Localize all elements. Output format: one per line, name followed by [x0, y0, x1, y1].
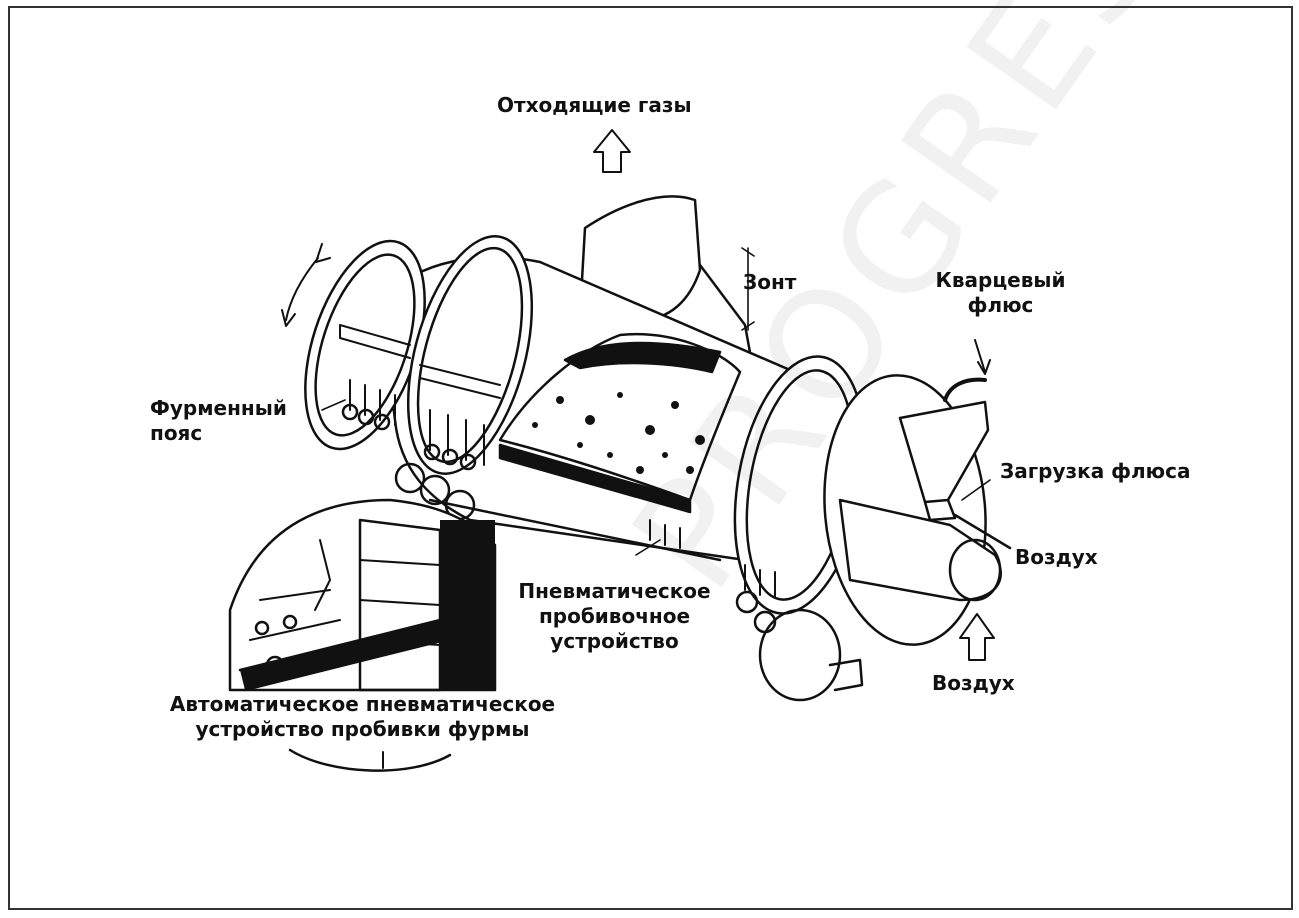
label-auto-device: Автоматическое пневматическое устройство…: [169, 692, 556, 741]
exhaust-arrow: [593, 129, 631, 173]
inset-detail: [228, 498, 497, 772]
label-exhaust-gases: Отходящие газы: [497, 93, 692, 117]
flux-hopper: [898, 339, 1012, 550]
label-air-top: Воздух: [1015, 545, 1098, 569]
label-tuyere-belt: Фурменный пояс: [150, 396, 287, 445]
tuyere-belt: [339, 324, 501, 471]
left-riding-ring: [406, 235, 534, 475]
label-pneumatic-device: Пневматическое пробивочное устройство: [518, 579, 711, 653]
label-quartz-flux: Кварцевый флюс: [935, 268, 1066, 317]
label-flux-loading: Загрузка флюса: [1000, 459, 1191, 483]
label-air-bottom: Воздух: [932, 671, 1015, 695]
tuyere-belt-right: [649, 519, 777, 634]
air-arrow: [959, 613, 995, 661]
label-hood: Зонт: [743, 270, 797, 294]
drive-gear: [758, 608, 864, 702]
